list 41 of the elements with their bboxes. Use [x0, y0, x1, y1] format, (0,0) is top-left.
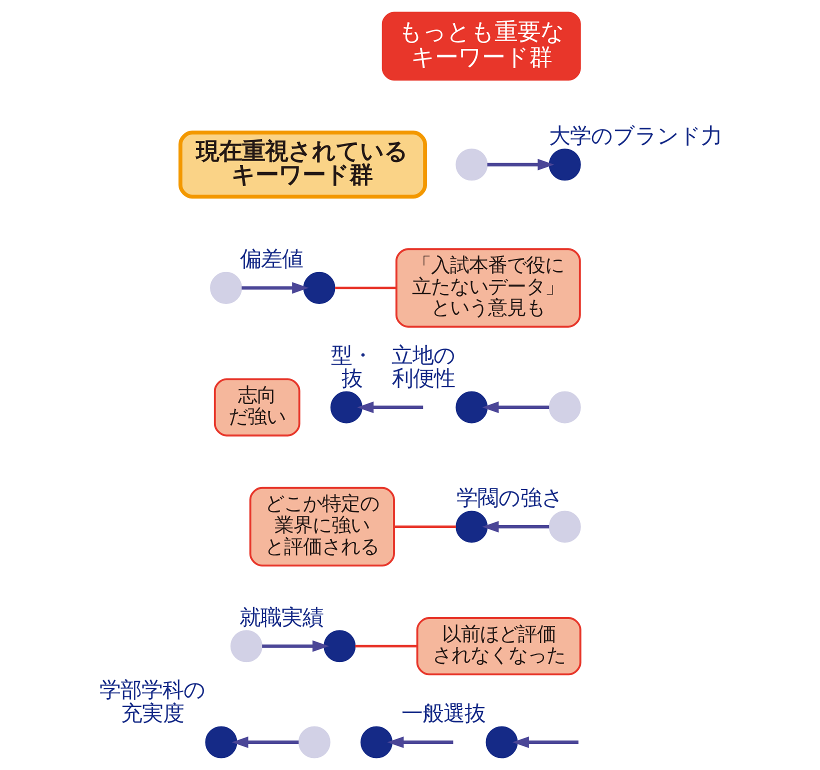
arrow: [241, 282, 308, 294]
node-label: 学部学科の充実度: [98, 678, 205, 726]
node-circle: [548, 510, 580, 543]
node-box: もっとも重要なキーワード群: [381, 12, 580, 81]
node-circle: [548, 391, 580, 424]
node-circle: [330, 391, 362, 424]
connector: [394, 526, 456, 528]
node-circle: [302, 272, 335, 304]
node-label: 偏差値: [240, 247, 303, 272]
arrow: [386, 736, 453, 748]
arrow: [356, 402, 423, 414]
node-box: 現在重視されているキーワード群: [178, 130, 426, 199]
arrow: [262, 640, 329, 652]
node-label: 一般選抜: [401, 702, 486, 726]
node-box: 「入試本番で役に立たないデータ」という意見も: [394, 248, 580, 328]
node-circle: [455, 148, 488, 181]
arrow: [512, 736, 578, 748]
node-label: 就職実績: [238, 605, 323, 630]
node-circle: [455, 510, 488, 543]
node-circle: [210, 272, 242, 304]
node-box: どこか特定の業界に強いと評価される: [248, 486, 394, 567]
arrow: [486, 158, 554, 170]
node-circle: [485, 726, 518, 758]
node-circle: [455, 391, 488, 424]
node-label: 大学のブランド力: [548, 124, 722, 149]
arrow: [482, 520, 549, 533]
node-circle: [360, 726, 392, 758]
node-box: 志向だ強い: [213, 378, 300, 436]
node-label: 学閥の強さ: [456, 486, 564, 511]
node-circle: [230, 630, 262, 662]
node-circle: [548, 148, 580, 181]
connector: [334, 286, 396, 290]
node-circle: [298, 726, 330, 758]
node-circle: [204, 726, 237, 758]
node-circle: [323, 630, 356, 662]
node-label: 型・抜: [330, 343, 373, 392]
arrow: [482, 402, 549, 414]
connector: [354, 644, 417, 648]
arrow: [231, 736, 298, 748]
node-box: 以前ほど評価されなくなった: [416, 617, 581, 676]
node-label: 立地の利便性: [391, 343, 456, 392]
